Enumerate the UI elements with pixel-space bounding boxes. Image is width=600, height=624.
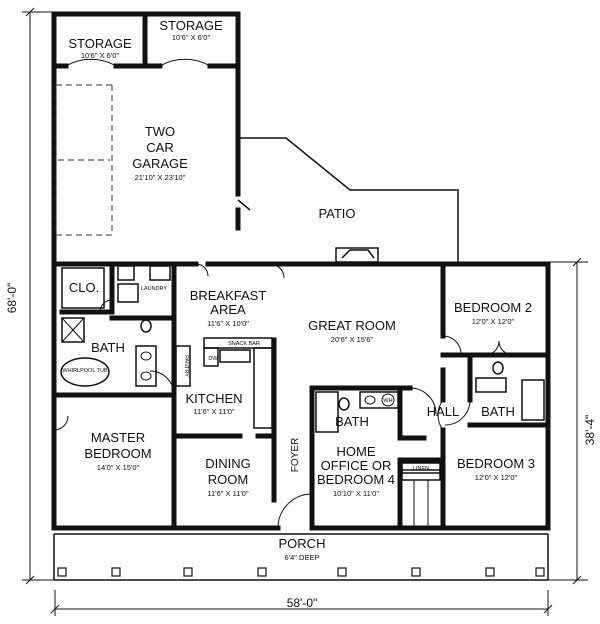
storage-left-label: STORAGE [68, 36, 132, 51]
dining-size: 11'6" X 11'0" [207, 489, 249, 498]
bath3-label: BATH [481, 404, 515, 419]
patio-label: PATIO [318, 206, 355, 221]
patio-outline [238, 137, 459, 262]
porch [53, 533, 549, 581]
porch-label: PORCH [279, 536, 326, 551]
whirlpool-tub-label: WHIRLPOOL TUB [62, 368, 108, 374]
kitchen-label: KITCHEN [185, 391, 242, 406]
garage-label-line3: GARAGE [132, 156, 188, 171]
master-bedroom-label-line1: MASTER [91, 430, 145, 445]
great-room-size: 20'6" X 15'6" [331, 335, 374, 344]
snack-bar-label: SNACK BAR [228, 341, 260, 347]
dishwasher-label: DW [208, 356, 218, 362]
storage-left-size: 10'6" X 6'0" [81, 51, 120, 60]
dimension-lines [22, 7, 588, 616]
great-room-label: GREAT ROOM [308, 318, 396, 333]
office-label-line3: BEDROOM 4 [317, 472, 395, 487]
breakfast-label-line2: AREA [210, 302, 246, 317]
master-bedroom-label-line2: BEDROOM [84, 446, 151, 461]
water-heater-label: WH [383, 398, 392, 404]
overall-depth-dimension: 68'-0" [5, 283, 19, 314]
pantry-label: PANTRY [183, 355, 189, 377]
breakfast-size: 11'6" X 10'0" [207, 319, 249, 328]
kitchen-size: 11'6" X 11'0" [193, 407, 235, 416]
door-swings [53, 263, 514, 529]
whirlpool-tub [60, 357, 110, 387]
hall-label: HALL [427, 404, 460, 419]
porch-size: 6'4" DEEP [285, 553, 320, 562]
fixtures [60, 265, 545, 526]
storage-right-size: 10'6" X 6'0" [172, 33, 211, 42]
foyer-label: FOYER [290, 438, 301, 472]
linen-box [401, 462, 441, 474]
garage-walls [51, 11, 241, 245]
dining-label-line2: ROOM [208, 472, 248, 487]
garage-label-line1: TWO [145, 124, 175, 139]
dining-label-line1: DINING [205, 456, 251, 471]
bedroom3-size: 12'0" X 12'0" [475, 473, 518, 482]
closet-label: CLO. [69, 280, 99, 295]
master-bath-label: BATH [91, 340, 125, 355]
bedroom2-size: 12'0" X 12'0" [472, 317, 515, 326]
garage-label-line2: CAR [146, 140, 173, 155]
master-bedroom-size: 14'0" X 15'0" [97, 463, 140, 472]
bedroom2-label: BEDROOM 2 [454, 300, 532, 315]
office-size: 10'10" X 11'0" [333, 489, 379, 498]
interior-walls [51, 261, 551, 531]
linen-label: LINEN [413, 466, 429, 472]
house-exterior-walls [51, 239, 551, 531]
garage-size: 21'10" X 23'10" [135, 173, 186, 182]
office-label-line1: HOME [337, 444, 376, 459]
office-label-line2: OFFICE OR [321, 458, 392, 473]
office-bath-label: BATH [335, 414, 369, 429]
storage-right-label: STORAGE [159, 18, 223, 33]
bedroom3-label: BEDROOM 3 [457, 456, 535, 471]
house-depth-dimension: 38'-4" [583, 415, 597, 446]
garage-doors [55, 58, 211, 236]
breakfast-label-line1: BREAKFAST [190, 288, 267, 303]
overall-width-dimension: 58'-0" [287, 596, 318, 610]
laundry-label: LAUNDRY [141, 286, 168, 292]
